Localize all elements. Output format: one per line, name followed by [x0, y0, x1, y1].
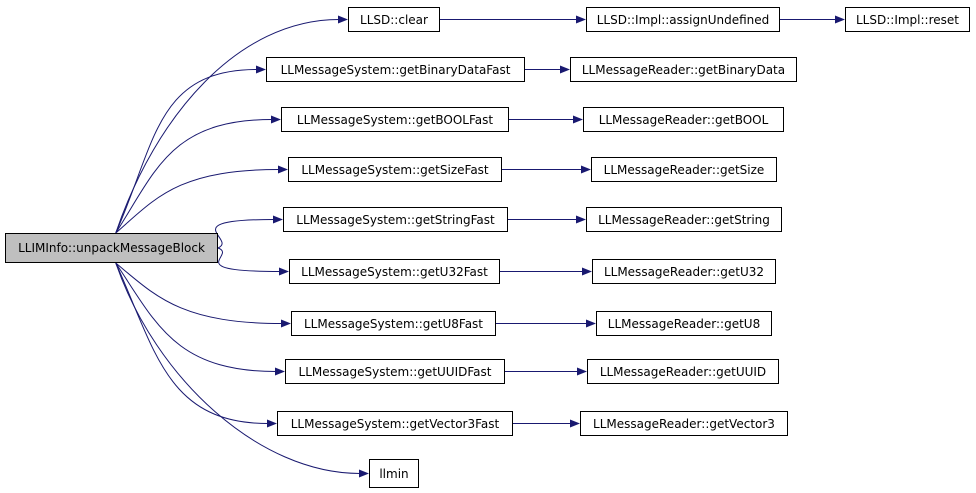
edge-root-to-ms_binary: [115, 69, 258, 234]
node-ms-u8[interactable]: LLMessageSystem::getU8Fast: [291, 311, 496, 336]
node-label: LLMessageSystem::getStringFast: [296, 212, 495, 227]
node-label: LLMessageReader::getUUID: [599, 364, 767, 379]
node-label: LLMessageReader::getU8: [607, 316, 761, 331]
edge-arrowhead: [835, 15, 845, 24]
node-label: LLMessageReader::getBinaryData: [581, 62, 786, 77]
node-impl-reset[interactable]: LLSD::Impl::reset: [845, 7, 970, 32]
node-label: LLMessageSystem::getBinaryDataFast: [280, 62, 511, 77]
node-root: LLIMInfo::unpackMessageBlock: [5, 233, 218, 263]
node-ms-u32[interactable]: LLMessageSystem::getU32Fast: [289, 259, 500, 284]
edge-root-to-ms_size: [115, 169, 280, 234]
edge-arrowhead: [560, 65, 570, 74]
node-ms-string[interactable]: LLMessageSystem::getStringFast: [283, 207, 508, 232]
node-mr-binary[interactable]: LLMessageReader::getBinaryData: [570, 57, 797, 82]
edge-arrowhead: [359, 469, 369, 478]
edge-arrowhead: [586, 319, 596, 328]
edge-arrowhead: [271, 115, 281, 124]
edge-root-to-ms_string: [215, 219, 275, 249]
node-llsd-clear[interactable]: LLSD::clear: [348, 7, 440, 32]
node-ms-uuid[interactable]: LLMessageSystem::getUUIDFast: [285, 359, 505, 384]
edge-arrowhead: [581, 165, 591, 174]
node-label: LLIMInfo::unpackMessageBlock: [18, 241, 205, 255]
node-ms-vector3[interactable]: LLMessageSystem::getVector3Fast: [277, 411, 513, 436]
edge-arrowhead: [278, 165, 288, 174]
edge-arrowhead: [275, 367, 285, 376]
node-mr-string[interactable]: LLMessageReader::getString: [586, 207, 782, 232]
node-label: LLMessageSystem::getSizeFast: [301, 162, 489, 177]
edge-root-to-llmin: [115, 262, 361, 474]
node-mr-bool[interactable]: LLMessageReader::getBOOL: [583, 107, 784, 132]
node-label: LLSD::Impl::assignUndefined: [596, 12, 770, 27]
edge-arrowhead: [576, 15, 586, 24]
node-label: LLMessageReader::getString: [598, 212, 770, 227]
node-label: LLMessageSystem::getUUIDFast: [298, 364, 492, 379]
edge-root-to-ms_u8: [115, 262, 283, 324]
edge-arrowhead: [338, 15, 348, 24]
edge-root-to-ms_u32: [217, 247, 281, 272]
node-label: LLMessageReader::getSize: [603, 162, 765, 177]
node-label: LLMessageSystem::getU32Fast: [301, 264, 488, 279]
node-assign-undefined[interactable]: LLSD::Impl::assignUndefined: [586, 7, 780, 32]
node-ms-bool[interactable]: LLMessageSystem::getBOOLFast: [281, 107, 509, 132]
node-ms-binary[interactable]: LLMessageSystem::getBinaryDataFast: [266, 57, 525, 82]
node-llmin[interactable]: llmin: [369, 459, 419, 488]
node-label: LLMessageSystem::getVector3Fast: [290, 416, 500, 431]
edge-root-to-ms_bool: [115, 119, 273, 234]
node-mr-u8[interactable]: LLMessageReader::getU8: [596, 311, 772, 336]
node-mr-u32[interactable]: LLMessageReader::getU32: [592, 259, 776, 284]
node-ms-size[interactable]: LLMessageSystem::getSizeFast: [288, 157, 502, 182]
node-label: LLMessageSystem::getBOOLFast: [296, 112, 494, 127]
edge-arrowhead: [576, 215, 586, 224]
edge-arrowhead: [281, 319, 291, 328]
node-label: LLMessageReader::getBOOL: [598, 112, 769, 127]
node-label: LLMessageReader::getU32: [603, 264, 765, 279]
edge-root-to-ms_vector3: [115, 262, 269, 424]
node-mr-vector3[interactable]: LLMessageReader::getVector3: [580, 411, 788, 436]
node-label: LLSD::Impl::reset: [856, 12, 959, 27]
edge-arrowhead: [279, 267, 289, 276]
node-label: llmin: [379, 466, 409, 481]
node-mr-size[interactable]: LLMessageReader::getSize: [591, 157, 777, 182]
edge-root-to-ms_uuid: [115, 262, 277, 372]
edge-arrowhead: [256, 65, 266, 74]
node-label: LLSD::clear: [360, 12, 428, 27]
edge-arrowhead: [570, 419, 580, 428]
edge-arrowhead: [577, 367, 587, 376]
edge-arrowhead: [267, 419, 277, 428]
node-label: LLMessageSystem::getU8Fast: [303, 316, 484, 331]
edge-arrowhead: [573, 115, 583, 124]
node-label: LLMessageReader::getVector3: [593, 416, 775, 431]
edge-arrowhead: [582, 267, 592, 276]
edge-arrowhead: [273, 215, 283, 224]
node-mr-uuid[interactable]: LLMessageReader::getUUID: [587, 359, 779, 384]
